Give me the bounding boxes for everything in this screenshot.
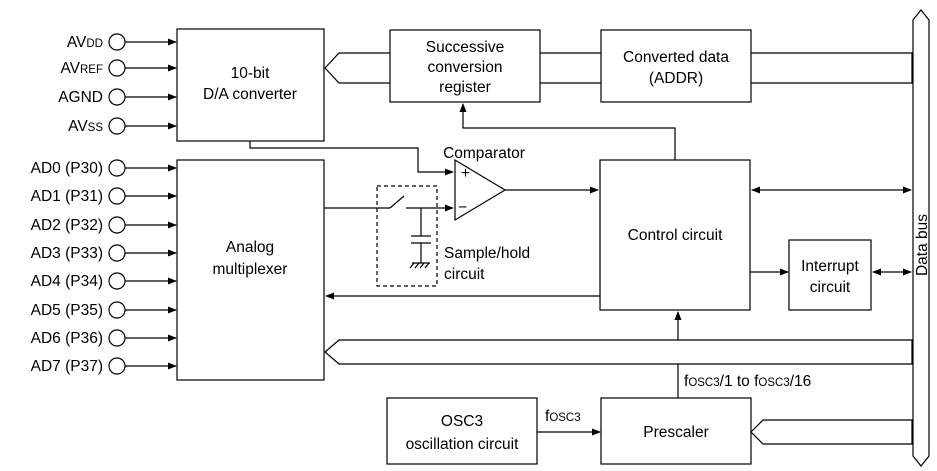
svg-text:AGND: AGND: [58, 89, 103, 106]
osc3-label-2: oscillation circuit: [406, 436, 520, 453]
control-circuit-block: Control circuit: [599, 159, 751, 311]
dac-label-1: 10-bit: [231, 65, 270, 82]
pin-avref-terminal: [108, 59, 126, 77]
analog-input-pin: AD7 (P37): [31, 357, 177, 375]
sar-label-2: conversion: [428, 59, 503, 76]
dac-block: 10-bit D/A converter: [176, 28, 325, 142]
analog-input-pin-terminal: [108, 159, 126, 177]
analog-input-pin-label: AD3 (P33): [31, 245, 103, 262]
comparator-triangle: [454, 158, 507, 222]
interrupt-circuit-box: [788, 239, 872, 311]
sar-block: Successive conversion register: [389, 29, 541, 103]
prescaler-block: Prescaler: [600, 397, 752, 465]
pin-agnd-terminal: [108, 88, 126, 106]
osc3-block: OSC3 oscillation circuit: [386, 397, 538, 465]
lower-data-bus: [324, 339, 913, 365]
analog-input-pin-label: AD7 (P37): [31, 358, 103, 375]
analog-input-pin-label: AD1 (P31): [31, 188, 103, 205]
analog-input-pin-terminal: [108, 301, 126, 319]
mux-label-2: multiplexer: [213, 261, 288, 278]
analog-input-pin-label: AD0 (P30): [31, 160, 103, 177]
sar-box: [389, 29, 541, 103]
analog-input-pin-terminal: [108, 329, 126, 347]
analog-input-pin-label: AD4 (P34): [31, 273, 103, 290]
converted-data-label-2: (ADDR): [649, 70, 703, 87]
analog-input-pin: AD5 (P35): [31, 301, 177, 319]
pin-avss: AVSS: [68, 117, 177, 135]
mux-label-1: Analog: [226, 239, 274, 256]
pin-avss-sub: SS: [88, 122, 104, 134]
prescaler-data-bus: [750, 419, 913, 445]
svg-text:AVREF: AVREF: [60, 60, 103, 77]
pin-avdd: AVDD: [67, 33, 177, 51]
analog-input-pin-group: AD0 (P30) AD1 (P31) AD2 (P32) AD3 (P33) AD4 …: [31, 159, 177, 375]
analog-input-pin-terminal: [108, 272, 126, 290]
pin-avdd-terminal: [108, 33, 126, 51]
interrupt-label-1: Interrupt: [801, 258, 859, 275]
analog-input-pin-terminal: [108, 244, 126, 262]
comparator-label: Comparator: [443, 145, 525, 162]
sample-hold-label-2: circuit: [444, 266, 485, 283]
dac-box: [176, 28, 325, 142]
pin-avss-terminal: [108, 117, 126, 135]
analog-input-pin-label: AD5 (P35): [31, 302, 103, 319]
dac-to-comparator-wire: [249, 141, 454, 176]
analog-input-pin: AD1 (P31): [31, 187, 177, 205]
analog-input-pin: AD2 (P32): [31, 216, 177, 234]
data-bus-label: Data bus: [914, 214, 931, 276]
power-pin-group: AVDD AVREF AGND AVSS: [58, 33, 177, 135]
control-circuit-box: [599, 159, 751, 311]
dac-label-2: D/A converter: [203, 86, 297, 103]
data-bus-shape: [912, 9, 930, 467]
analog-input-pin: AD0 (P30): [31, 159, 177, 177]
fosc3-label: fOSC3: [545, 408, 581, 425]
comparator-plus: +: [461, 165, 470, 182]
control-circuit-label: Control circuit: [628, 227, 723, 244]
comparator: Comparator + −: [443, 145, 599, 222]
sample-hold-label-1: Sample/hold: [444, 245, 530, 262]
osc3-box: [386, 397, 538, 465]
prescale-range-label: fOSC3/1 to fOSC3/16: [684, 373, 811, 390]
analog-input-pin: AD4 (P34): [31, 272, 177, 290]
analog-input-pin-label: AD6 (P36): [31, 330, 103, 347]
sample-switch: [389, 195, 405, 209]
analog-input-pin-terminal: [108, 187, 126, 205]
sample-hold-circuit: Sample/hold circuit: [376, 185, 530, 287]
prescaler-label: Prescaler: [643, 424, 708, 441]
ground-icon: [409, 262, 430, 269]
control-to-sar-wire: [459, 103, 676, 160]
pin-agnd-label: AGND: [58, 89, 103, 106]
analog-input-pin: AD6 (P36): [31, 329, 177, 347]
osc3-label-1: OSC3: [441, 413, 483, 430]
converted-data-label-1: Converted data: [623, 49, 729, 66]
pin-avref: AVREF: [60, 59, 177, 77]
interrupt-label-2: circuit: [810, 279, 851, 296]
pin-avref-sub: REF: [80, 64, 103, 76]
pin-agnd: AGND: [58, 88, 177, 106]
pin-avss-label: AV: [68, 118, 88, 135]
sample-hold-box: [376, 185, 438, 287]
pin-avdd-label: AV: [67, 34, 87, 51]
interrupt-circuit-block: Interrupt circuit: [788, 239, 872, 311]
comparator-minus: −: [458, 199, 467, 216]
analog-input-pin-label: AD2 (P32): [31, 217, 103, 234]
data-bus: Data bus: [912, 9, 931, 467]
svg-text:AVDD: AVDD: [67, 34, 103, 51]
sar-label-1: Successive: [426, 39, 504, 56]
sar-label-3: register: [439, 79, 491, 96]
svg-text:AVSS: AVSS: [68, 118, 103, 135]
mux-block: Analog multiplexer: [176, 159, 325, 381]
analog-input-pin-terminal: [108, 216, 126, 234]
analog-input-pin-terminal: [108, 357, 126, 375]
converted-data-box: [600, 29, 752, 103]
converted-data-block: Converted data (ADDR): [600, 29, 752, 103]
pin-avref-label: AV: [60, 60, 80, 77]
mux-box: [176, 159, 325, 381]
analog-input-pin: AD3 (P33): [31, 244, 177, 262]
pin-avdd-sub: DD: [86, 38, 103, 50]
prescaler-box: [600, 397, 752, 465]
